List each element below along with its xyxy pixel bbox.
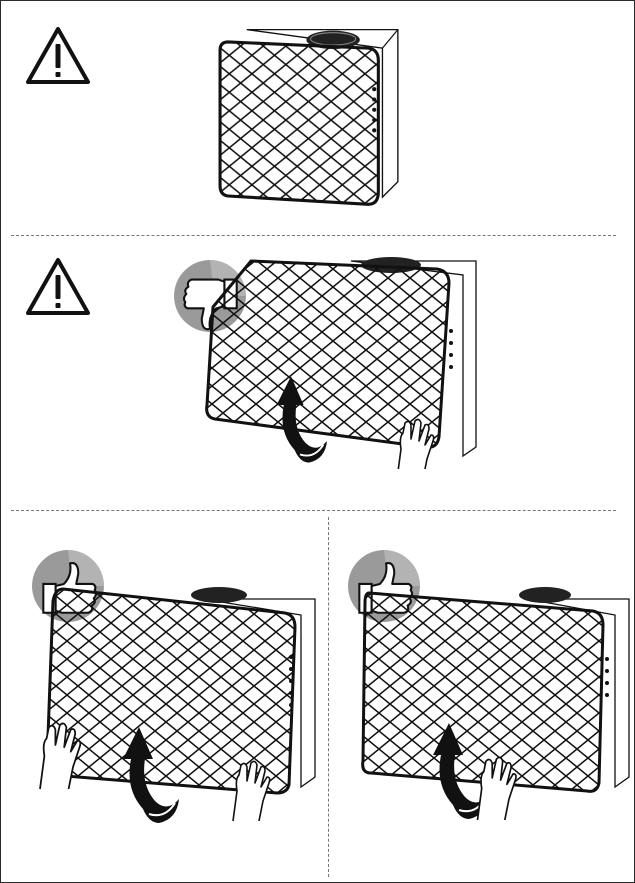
section-divider	[11, 510, 616, 511]
hood-illustration	[218, 28, 400, 206]
warning-icon	[26, 27, 90, 84]
hood-one-hand-illustration	[361, 587, 630, 821]
step-correct-removal-one-hand	[329, 513, 634, 881]
section-divider	[11, 235, 616, 236]
step-wrong-removal	[1, 237, 634, 509]
hood-tilted-illustration	[205, 257, 477, 469]
step-warning-overview	[1, 1, 634, 235]
warning-icon	[26, 258, 90, 315]
step-correct-removal-two-hands	[1, 513, 327, 881]
column-divider	[328, 517, 329, 877]
hood-two-hands-illustration	[39, 587, 316, 824]
